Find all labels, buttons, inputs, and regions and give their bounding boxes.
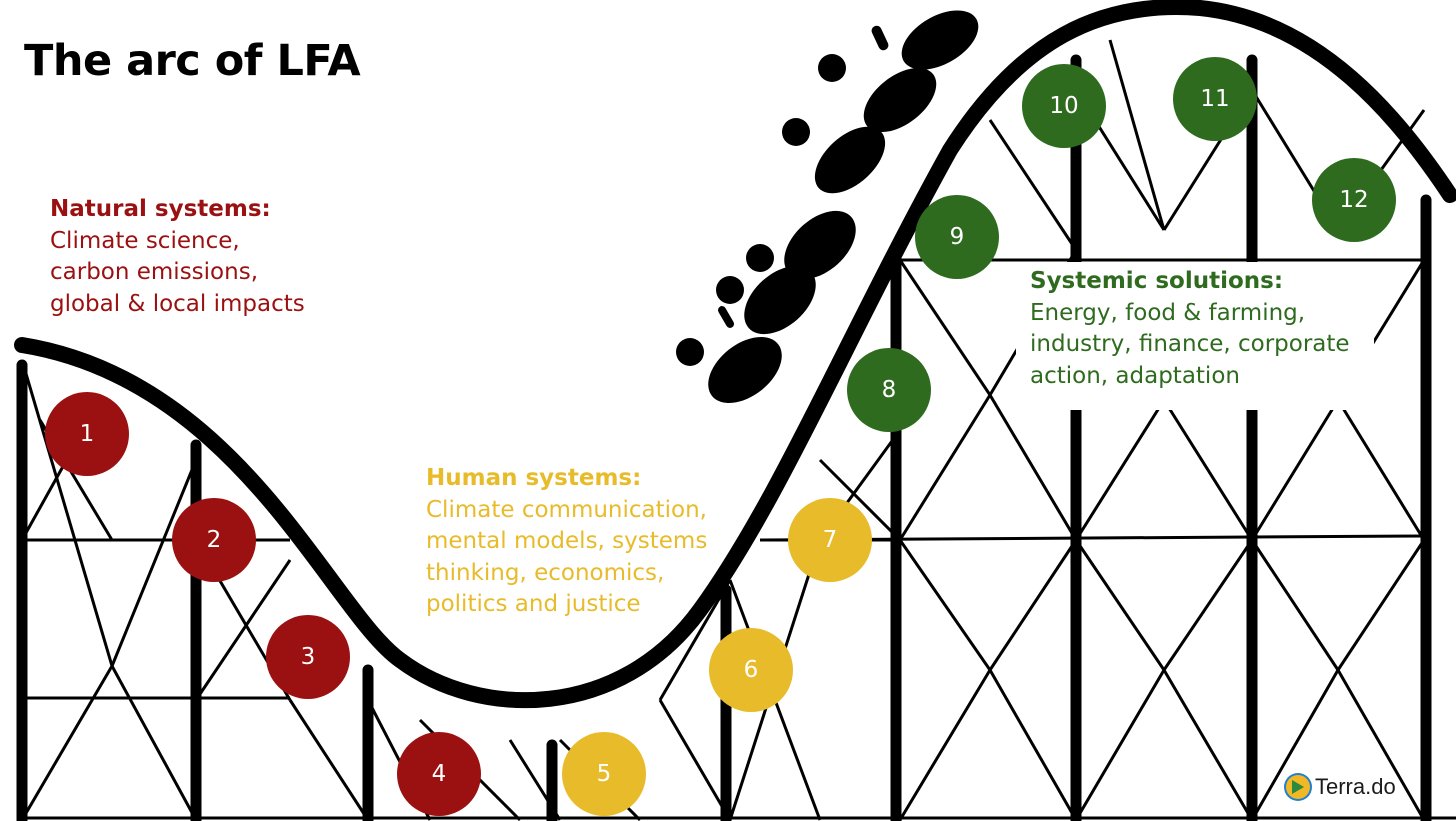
stage-node-9: 9 (915, 195, 999, 279)
human-systems-topics: Climate communication, mental models, sy… (426, 495, 707, 621)
brand-name: Terra.do (1315, 774, 1396, 800)
stage-node-10: 10 (1022, 64, 1106, 148)
stage-node-6: 6 (709, 628, 793, 712)
systemic-solutions-text: Systemic solutions: Energy, food & farmi… (1016, 262, 1374, 410)
stage-node-3: 3 (266, 615, 350, 699)
systemic-solutions-heading: Systemic solutions: (1030, 266, 1360, 298)
human-systems-text: Human systems: Climate communication, me… (426, 463, 707, 621)
stage-node-5: 5 (562, 732, 646, 816)
stage-node-8: 8 (847, 348, 931, 432)
natural-systems-text: Natural systems: Climate science, carbon… (50, 194, 305, 320)
stage-node-1: 1 (45, 392, 129, 476)
terra-do-logo-icon (1284, 773, 1312, 801)
stage-node-11: 11 (1173, 57, 1257, 141)
terra-do-brand: Terra.do (1284, 773, 1396, 801)
stage-node-12: 12 (1312, 158, 1396, 242)
natural-systems-heading: Natural systems: (50, 194, 305, 226)
stage-node-7: 7 (788, 498, 872, 582)
stage-node-2: 2 (172, 498, 256, 582)
systemic-solutions-topics: Energy, food & farming, industry, financ… (1030, 298, 1360, 393)
slide-title: The arc of LFA (24, 36, 360, 86)
coaster-posts (22, 60, 1426, 820)
natural-systems-topics: Climate science, carbon emissions, globa… (50, 226, 305, 321)
stage-node-4: 4 (397, 732, 481, 816)
human-systems-heading: Human systems: (426, 463, 707, 495)
